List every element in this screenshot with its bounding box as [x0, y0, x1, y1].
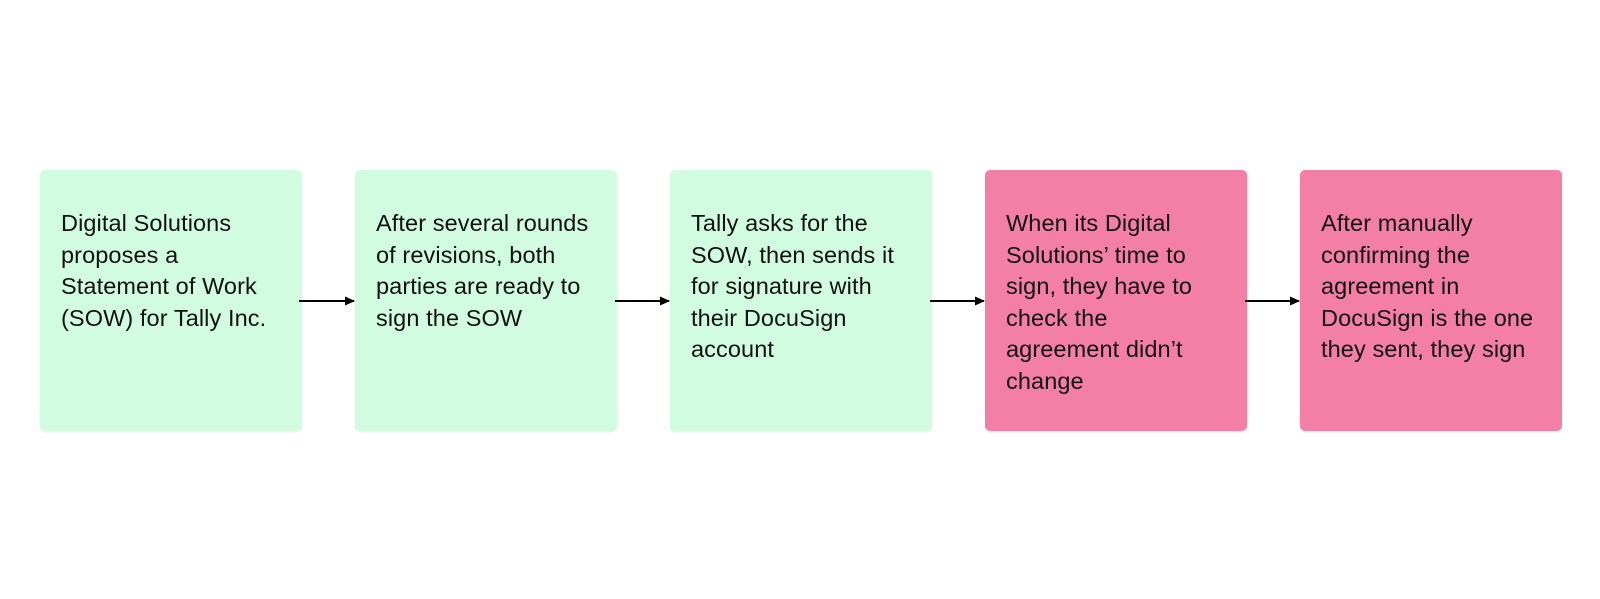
step-text-3: Tally asks for the SOW, then sends it fo…	[691, 210, 894, 362]
step-box-2: After several rounds of revisions, both …	[355, 170, 617, 431]
step-box-4: When its Digital Solutions’ time to sign…	[985, 170, 1247, 431]
step-box-1: Digital Solutions proposes a Statement o…	[40, 170, 302, 431]
step-text-1: Digital Solutions proposes a Statement o…	[61, 210, 267, 331]
step-box-5: After manually confirming the agreement …	[1300, 170, 1562, 431]
step-text-5: After manually confirming the agreement …	[1321, 210, 1534, 362]
step-text-4: When its Digital Solutions’ time to sign…	[1006, 210, 1193, 394]
step-text-2: After several rounds of revisions, both …	[376, 210, 589, 331]
step-box-3: Tally asks for the SOW, then sends it fo…	[670, 170, 932, 431]
